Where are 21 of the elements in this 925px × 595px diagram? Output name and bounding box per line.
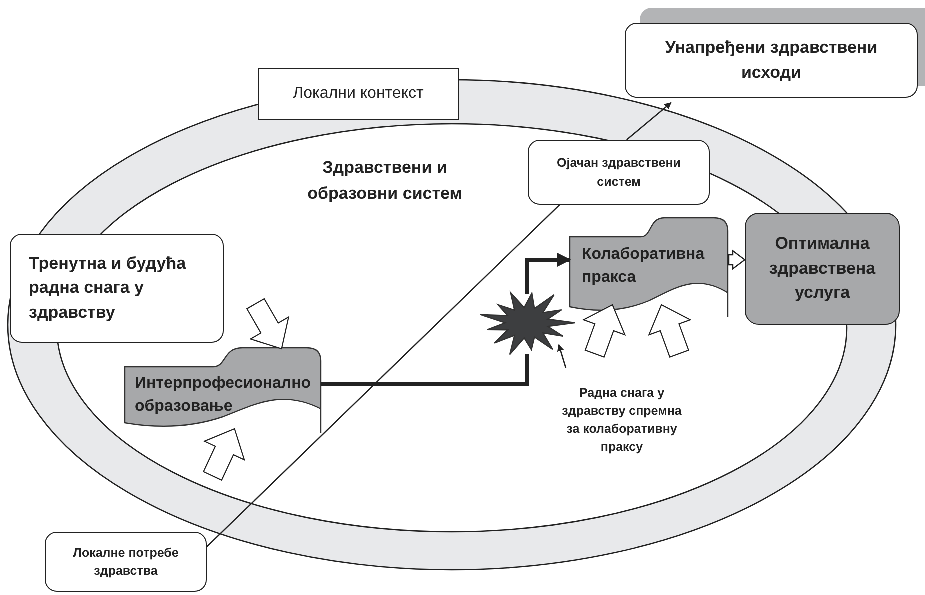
arrow	[525, 253, 572, 294]
arrow	[626, 102, 672, 140]
block-arrow	[246, 298, 290, 350]
block-arrow	[582, 304, 626, 358]
hollow-arrow	[728, 250, 746, 270]
block-arrow	[648, 304, 692, 358]
practice-document-shape: Колаборативна пракса	[570, 215, 728, 319]
outcome-box: Унапређени здравствени исходи	[625, 23, 918, 98]
connector-line	[206, 204, 560, 548]
service-box: Оптимална здравствена услуга	[745, 213, 900, 325]
workforce-box: Тренутна и будућа радна снага у здравству	[10, 234, 224, 343]
context-box: Локални контекст	[258, 68, 459, 120]
connector-line	[321, 354, 529, 386]
arrow	[557, 344, 567, 368]
ready-workforce-text: Радна снага у здравству спремна за колаборативну праксу	[552, 366, 692, 474]
local-needs-box: Локалне потребе здравства	[45, 532, 207, 592]
education-document-shape: Интерпрофесионално образовање	[125, 345, 321, 435]
system-label: Здравствени и образовни систем	[306, 157, 464, 206]
burst-shape	[479, 289, 575, 357]
block-arrow	[202, 428, 246, 482]
system-box: Ојачан здравствени систем	[528, 140, 710, 205]
